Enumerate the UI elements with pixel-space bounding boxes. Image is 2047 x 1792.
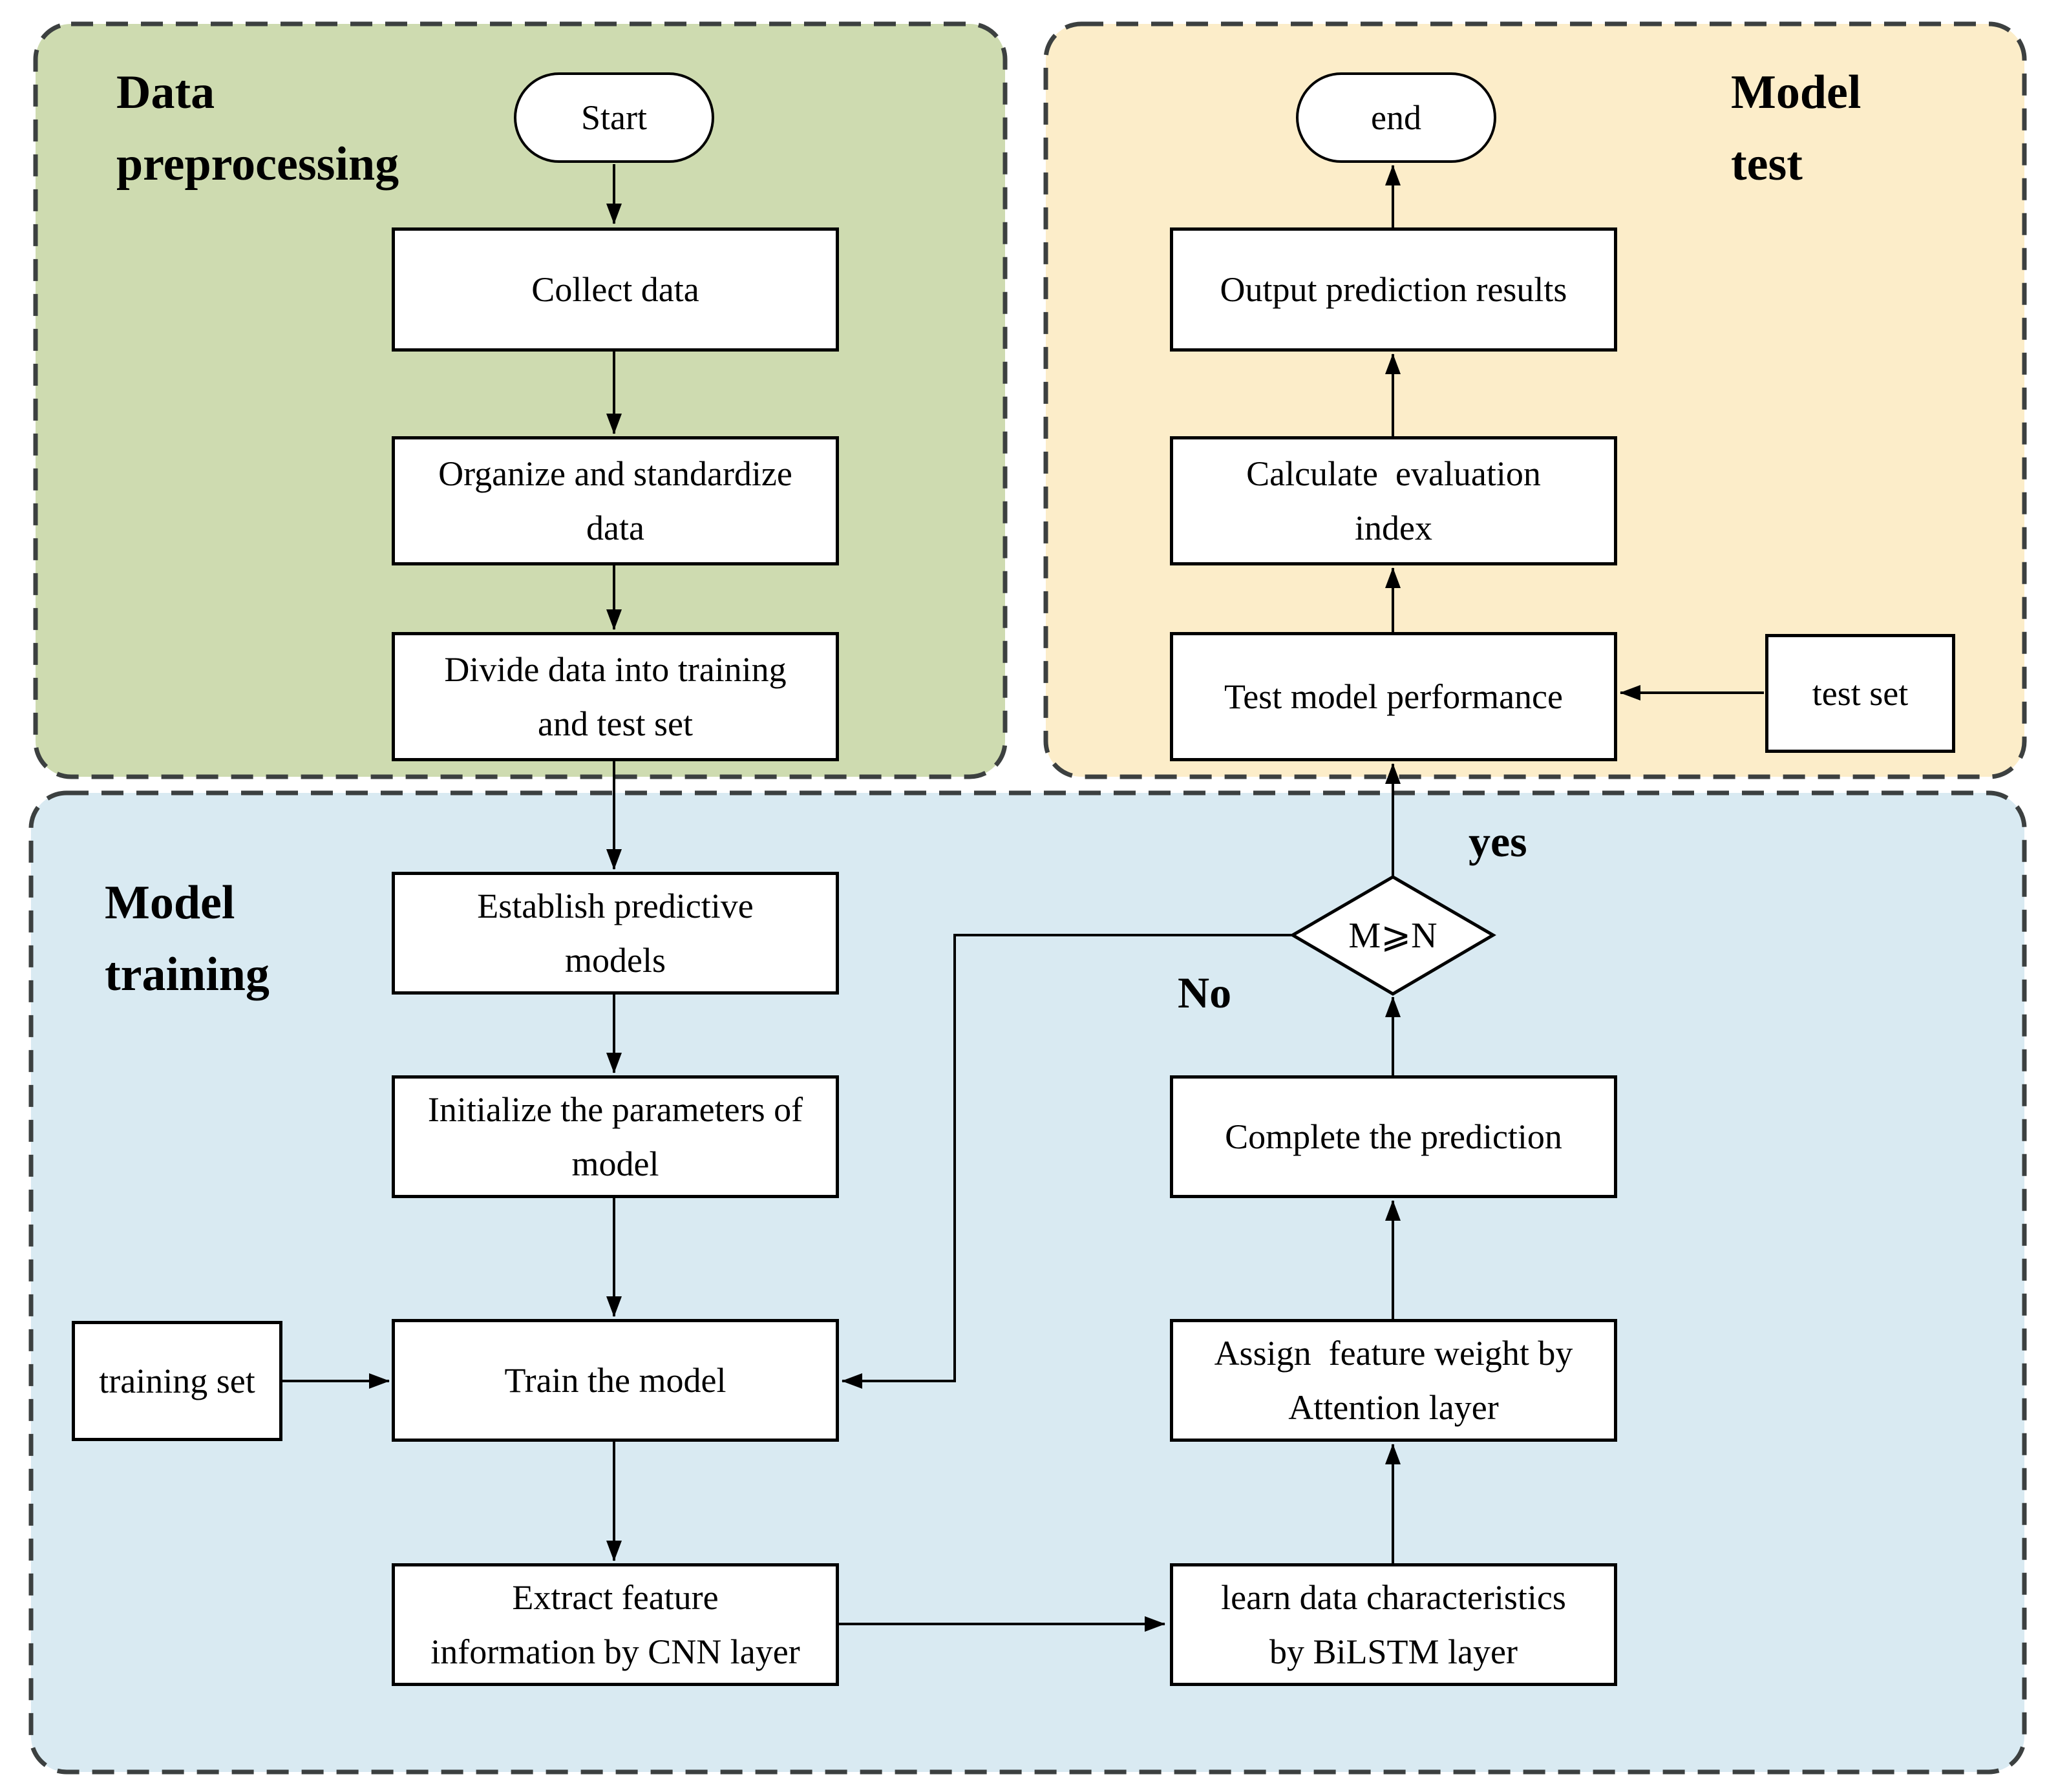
- region-label-model-training: Model training: [105, 876, 270, 1001]
- terminal-end: end: [1296, 72, 1496, 163]
- branch-label-no: No: [1178, 968, 1232, 1017]
- region-data-preprocessing: [33, 21, 1008, 779]
- region-label-data-preprocessing: Data preprocessing: [116, 66, 399, 191]
- region-label-model-test: Model test: [1731, 66, 1861, 191]
- node-train-model: Train the model: [392, 1319, 839, 1442]
- node-collect-data: Collect data: [392, 227, 839, 352]
- node-assign-attention: Assign feature weight by Attention layer: [1170, 1319, 1617, 1442]
- node-output-prediction-results: Output prediction results: [1170, 227, 1617, 352]
- branch-label-yes: yes: [1469, 817, 1527, 866]
- region-model-test: [1043, 21, 2027, 779]
- node-initialize-parameters: Initialize the parameters of model: [392, 1075, 839, 1198]
- node-learn-bilstm: learn data characteristics by BiLSTM lay…: [1170, 1563, 1617, 1686]
- region-model-training: [28, 790, 2027, 1775]
- node-organize-standardize-data: Organize and standardize data: [392, 436, 839, 565]
- decision-diamond: [1289, 875, 1496, 996]
- node-calculate-evaluation-index: Calculate evaluation index: [1170, 436, 1617, 565]
- node-extract-cnn: Extract feature information by CNN layer: [392, 1563, 839, 1686]
- node-establish-models: Establish predictive models: [392, 872, 839, 995]
- terminal-start: Start: [514, 72, 714, 163]
- node-test-model-performance: Test model performance: [1170, 632, 1617, 761]
- node-test-set: test set: [1765, 634, 1955, 753]
- node-divide-data: Divide data into training and test set: [392, 632, 839, 761]
- decision-label: M⩾N: [1348, 916, 1437, 956]
- node-complete-prediction: Complete the prediction: [1170, 1075, 1617, 1198]
- node-training-set: training set: [72, 1321, 282, 1441]
- edge-decision-to-train-no: [842, 934, 1293, 1389]
